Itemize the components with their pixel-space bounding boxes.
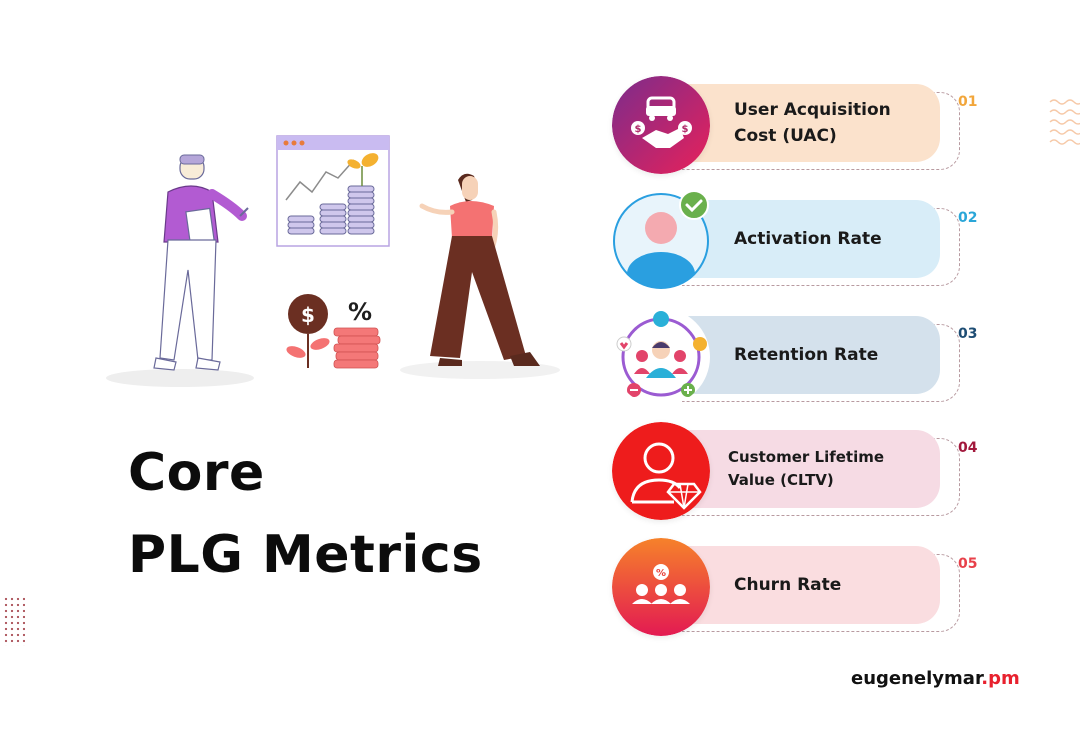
retention-community-icon: [612, 308, 710, 406]
metric-number: 05: [958, 556, 978, 572]
dollar-sign: $: [301, 303, 315, 327]
svg-text:%: %: [656, 568, 666, 579]
metric-activation-rate: Activation Rate 02: [612, 192, 1012, 292]
plg-illustration: $ %: [100, 120, 590, 410]
svg-text:$: $: [682, 124, 689, 135]
churn-group-icon: %: [612, 538, 710, 636]
growth-chart-window: [276, 135, 390, 247]
metric-label: Activation Rate: [734, 229, 882, 249]
metric-label: Churn Rate: [734, 575, 842, 595]
customer-diamond-icon: [612, 422, 710, 520]
svg-text:$: $: [635, 124, 642, 135]
title-line-2: PLG Metrics: [128, 525, 483, 585]
percent-sign: %: [348, 298, 372, 326]
metric-churn-rate: Churn Rate % 05: [612, 538, 1012, 638]
metric-label: User Acquisition Cost (UAC): [734, 100, 891, 146]
people-growth-illustration: $ %: [106, 135, 560, 387]
metric-customer-lifetime-value: Customer Lifetime Value (CLTV) 04: [612, 422, 1012, 522]
decorative-dots: [3, 596, 25, 646]
metric-retention-rate: Retention Rate 03: [612, 308, 1012, 408]
metric-label: Retention Rate: [734, 345, 879, 365]
metric-user-acquisition-cost: User Acquisition Cost (UAC) $ $ 01: [612, 76, 1012, 176]
metric-label: Customer Lifetime Value (CLTV): [728, 448, 885, 489]
metric-number: 01: [958, 94, 978, 110]
money-plant: $: [286, 294, 330, 368]
brand-name: eugenelymar: [851, 668, 982, 689]
metric-number: 02: [958, 210, 978, 226]
page-title: Core PLG Metrics: [128, 432, 483, 596]
man-figure: [153, 154, 249, 371]
metric-number: 03: [958, 326, 978, 342]
acquisition-handshake-icon: $ $: [612, 76, 710, 174]
activated-user-icon: [612, 192, 710, 290]
title-line-1: Core: [128, 443, 265, 503]
decorative-waves: [1049, 99, 1080, 145]
brand-extension: .pm: [981, 668, 1020, 689]
coin-stack: %: [333, 298, 381, 369]
metric-pill: User Acquisition Cost (UAC): [662, 84, 940, 162]
metric-number: 04: [958, 440, 978, 456]
woman-figure: [419, 173, 540, 366]
brand-footer[interactable]: eugenelymar.pm: [851, 668, 1020, 689]
